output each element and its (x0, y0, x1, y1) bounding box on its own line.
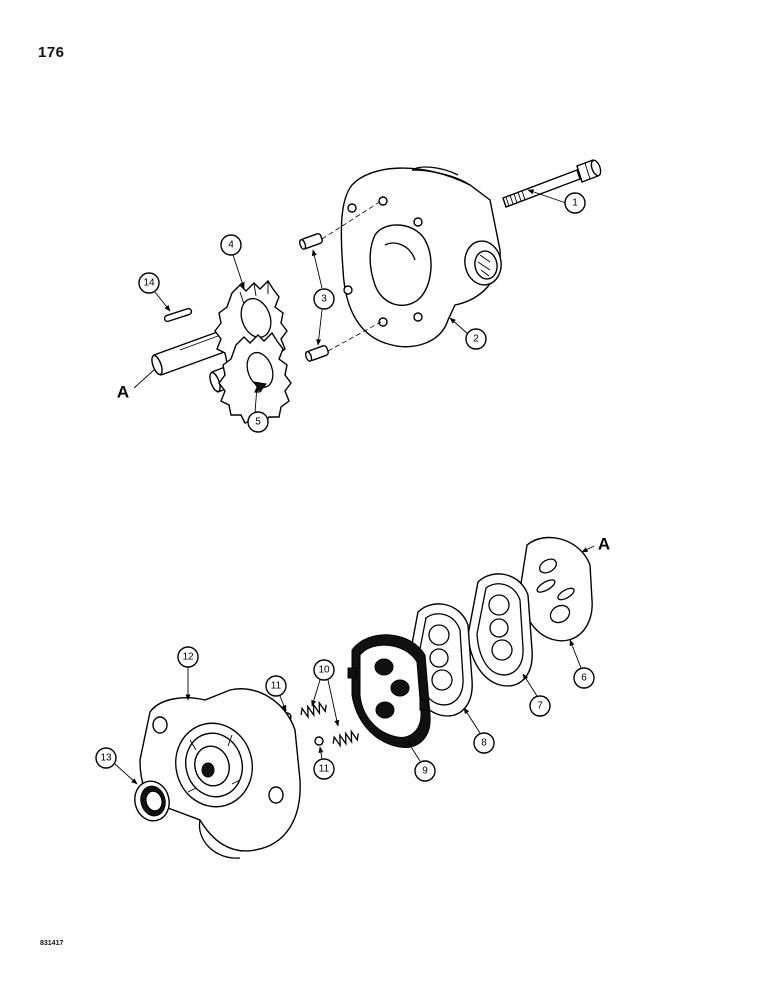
part-2-pump-body (340, 166, 502, 348)
svg-text:11: 11 (319, 764, 330, 775)
svg-text:12: 12 (182, 652, 194, 663)
callout-11-lower: 11 (313, 758, 335, 780)
reference-code: 831417 (40, 940, 64, 947)
callout-5: 5 (247, 411, 269, 433)
svg-text:1: 1 (572, 198, 578, 209)
callout-10: 10 (313, 659, 335, 681)
svg-text:3: 3 (321, 294, 327, 305)
callout-1: 1 (564, 192, 586, 214)
callout-12: 12 (177, 646, 199, 668)
callout-9: 9 (414, 760, 436, 782)
svg-text:13: 13 (100, 753, 112, 764)
callout-14: 14 (138, 272, 160, 294)
svg-text:8: 8 (481, 738, 487, 749)
callout-2: 2 (465, 328, 487, 350)
part-3-dowel-pins (298, 200, 382, 362)
part-10-springs (300, 700, 359, 748)
leader-lines (114, 189, 595, 785)
view-marker-a-lower: A (598, 535, 610, 554)
part-13-seal (134, 780, 170, 822)
svg-text:9: 9 (422, 766, 428, 777)
page-number: 176 (38, 44, 65, 61)
callout-7: 7 (529, 695, 551, 717)
part-9-wear-plate (347, 634, 431, 748)
svg-text:7: 7 (537, 701, 543, 712)
callout-6: 6 (573, 667, 595, 689)
svg-text:6: 6 (581, 673, 587, 684)
part-1-bolt (502, 159, 602, 208)
callout-13: 13 (95, 747, 117, 769)
part-7-gasket (467, 573, 533, 687)
view-marker-a-upper: A (117, 383, 129, 402)
svg-text:14: 14 (143, 278, 155, 289)
part-14-key (163, 307, 193, 323)
part-6-plate (519, 536, 593, 642)
callout-8: 8 (473, 732, 495, 754)
part-12-pump-cover (139, 688, 301, 859)
callout-3: 3 (313, 288, 335, 310)
svg-text:11: 11 (271, 681, 282, 692)
part-5-idler-gear (209, 331, 292, 426)
svg-text:10: 10 (318, 665, 330, 676)
svg-text:5: 5 (255, 417, 261, 428)
callout-4: 4 (220, 234, 242, 256)
svg-text:4: 4 (228, 240, 234, 251)
svg-text:2: 2 (473, 334, 479, 345)
callout-11-upper: 11 (265, 675, 287, 697)
